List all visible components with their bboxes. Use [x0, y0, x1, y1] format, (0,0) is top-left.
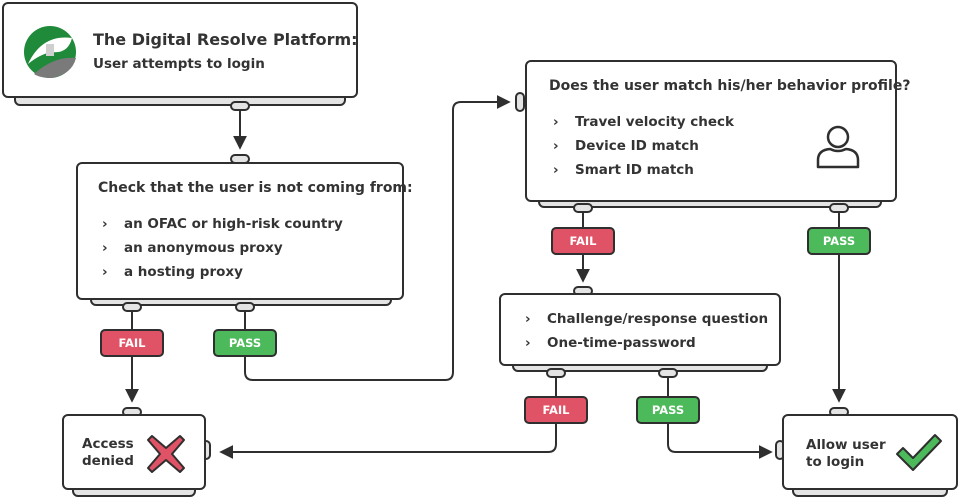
user-profile-icon [816, 125, 860, 169]
behavior-fail-knob [573, 203, 593, 213]
behavior-pass-badge: PASS [807, 227, 871, 255]
platform-box: The Digital Resolve Platform: User attem… [2, 2, 358, 98]
connector-location-pass-to-behavior [244, 95, 511, 381]
platform-subtitle: User attempts to login [93, 56, 265, 72]
red-x-icon [147, 435, 185, 473]
location-check-box: Check that the user is not coming from: … [76, 162, 413, 300]
challenge-fail-badge: FAIL [524, 396, 588, 424]
platform-connector-knob [230, 101, 250, 111]
digital-resolve-logo-icon [24, 26, 76, 78]
connector-challenge-pass-to-allow [667, 375, 773, 459]
challenge-fail-knob [546, 368, 566, 378]
behavior-fail-badge: FAIL [551, 227, 615, 255]
behavior-item: ›Smart ID match [553, 162, 694, 178]
location-fail-badge: FAIL [100, 329, 164, 357]
challenge-item: ›Challenge/response question [525, 311, 769, 327]
location-item: ›a hosting proxy [102, 264, 243, 280]
location-fail-knob [122, 302, 142, 312]
platform-title: The Digital Resolve Platform: [93, 30, 358, 49]
behavior-left-knob [515, 92, 525, 112]
challenge-box: ›Challenge/response question ›One-time-p… [499, 293, 781, 366]
behavior-check-title: Does the user match his/her behavior pro… [549, 78, 911, 94]
behavior-check-box: Does the user match his/her behavior pro… [525, 60, 910, 202]
location-item: ›an OFAC or high-risk country [102, 216, 343, 232]
location-pass-badge: PASS [213, 329, 277, 357]
behavior-item: ›Travel velocity check [553, 114, 734, 130]
challenge-item: ›One-time-password [525, 335, 696, 351]
challenge-pass-badge: PASS [636, 396, 700, 424]
connector-challenge-fail-to-denied [219, 375, 557, 459]
location-item: ›an anonymous proxy [102, 240, 283, 256]
challenge-pass-knob [658, 368, 678, 378]
location-check-title: Check that the user is not coming from: [98, 180, 413, 196]
behavior-item: ›Device ID match [553, 138, 699, 154]
location-pass-knob [235, 302, 255, 312]
behavior-pass-knob [829, 203, 849, 213]
green-check-icon [896, 434, 942, 471]
